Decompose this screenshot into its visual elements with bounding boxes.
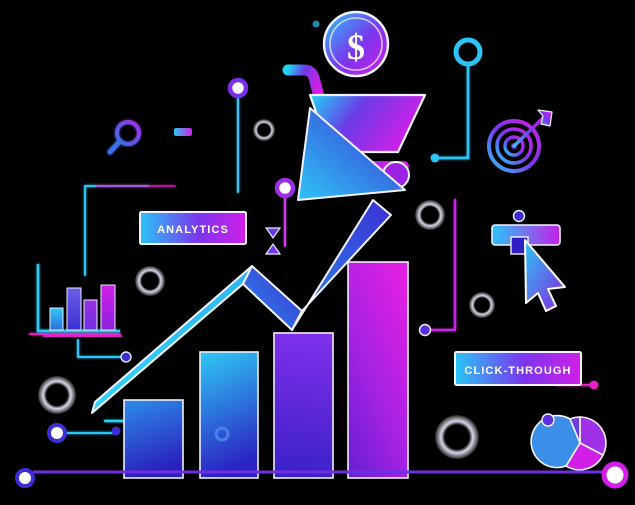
line-top-right [438,62,470,160]
ring-bottom-soft [435,415,479,459]
mini-chart-end-dot [120,351,132,363]
ring-right-soft-b [469,292,495,318]
mini-chart-axis [36,264,120,333]
click-through-badge-bg[interactable] [454,351,582,386]
analytics-badge[interactable]: ANALYTICS [139,211,247,245]
ring-baseline-end [601,461,629,489]
dot-top-cart [312,20,320,28]
bar-1 [123,399,184,479]
mouse-cursor-icon [524,239,566,312]
pie-slice-4 [568,416,581,444]
analytics-badge-label: ANALYTICS [157,224,229,236]
cart-handle [282,64,326,106]
arrow-head [297,107,406,201]
analytics-badge-bg[interactable] [139,211,247,245]
dollar-symbol: $ [347,27,365,67]
bar-chart [123,261,409,479]
pie-slice-2 [564,441,605,471]
baseline-group [33,470,606,480]
bracket-top-left [84,185,149,276]
bar-4 [347,261,409,479]
ring-bottom-left-small [47,423,67,443]
ring-mid-purple [274,177,296,199]
dart-fletching [537,109,553,127]
mini-bar-1 [49,307,64,331]
dollar-coin-icon: $ [322,10,390,78]
mini-bar-2 [66,287,82,331]
ring-gear-top [253,119,275,141]
ring-bottom-left-soft [38,376,76,414]
ring-top-right [453,37,483,67]
pie-chart [530,414,607,471]
ring-left-soft [135,266,165,296]
arrow-seg-3 [291,199,392,331]
ring-baseline-start [15,468,35,488]
arrow-seg-2 [242,265,303,331]
ring-right-soft-a [415,200,445,230]
accent-rings [15,37,629,489]
pill-tag-icon [174,128,192,136]
dot-right-mid [589,380,599,390]
dot-left-small [111,426,121,436]
dot-mid-line [418,323,432,337]
bar-2 [199,351,259,479]
mini-bar-4 [100,284,116,331]
click-through-badge[interactable]: CLICK-THROUGH [454,351,582,386]
ring-top-mid [227,77,249,99]
dot-pie-top [541,413,555,427]
dot-cart-left [430,153,440,163]
hourglass-icon [264,227,282,255]
bar2-dot-icon [214,426,230,442]
click-through-badge-label: CLICK-THROUGH [464,365,571,377]
dot-cursor-top [512,209,526,223]
mini-bar-3 [83,299,98,331]
pie-slice-3 [530,414,581,469]
mini-bar-chart [36,264,132,363]
line-right-vertical [428,198,457,332]
line-minichart-foot [77,339,121,358]
connector-lines [29,62,593,434]
accent-dots [111,20,599,436]
target-dart-icon [487,109,553,173]
trend-arrow-icon [91,107,406,414]
bar-3 [273,332,334,479]
dart-shaft [512,114,547,148]
search-magnifier-icon [107,120,141,155]
